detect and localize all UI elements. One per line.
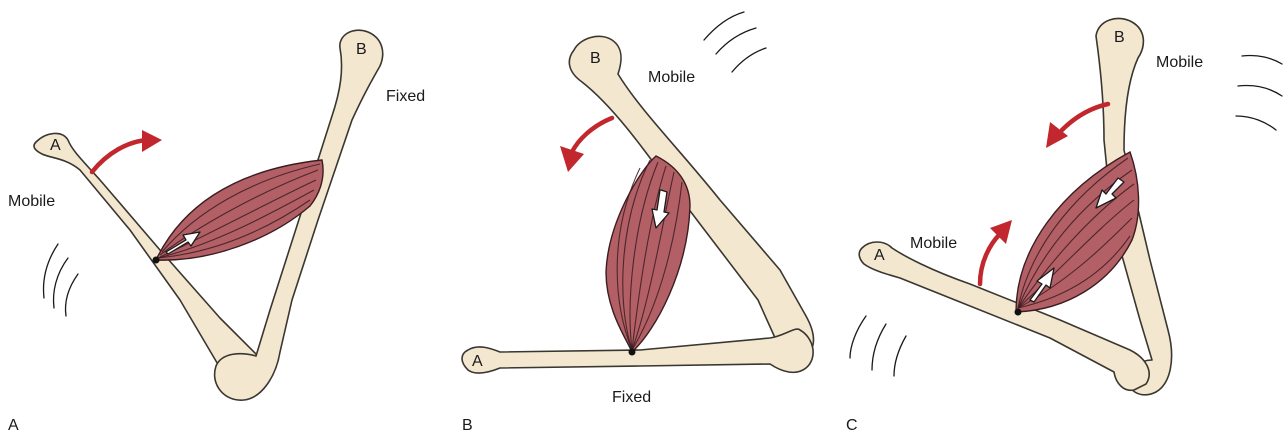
panel-b-muscle	[606, 156, 690, 352]
panel-a: A B Mobile Fixed A	[8, 30, 425, 434]
panel-c-motion-lines-right	[1236, 55, 1282, 130]
panel-b-mobile-label: Mobile	[648, 69, 695, 86]
panel-c-letter: C	[846, 417, 858, 434]
panel-c-mobile-label-lower: Mobile	[910, 235, 957, 252]
panel-c-motion-arrow-upper	[1062, 104, 1108, 130]
panel-b-letter: B	[462, 417, 473, 434]
panel-a-insertion-point	[153, 257, 160, 264]
panel-b-end-a-label: A	[472, 353, 483, 370]
panel-c-motion-arrow-lower	[980, 234, 1000, 284]
panel-a-end-a-label: A	[50, 137, 61, 154]
panel-c: B A Mobile Mobile C	[846, 18, 1282, 434]
panel-c-motion-lines-left	[850, 316, 906, 376]
panel-b-motion-lines	[704, 12, 766, 72]
panel-a-end-b-label: B	[356, 41, 367, 58]
panel-a-fixed-label: Fixed	[386, 88, 425, 105]
panel-c-muscle	[1016, 152, 1139, 312]
panel-b: B A Mobile Fixed B	[462, 12, 814, 434]
panel-c-end-b-label: B	[1114, 29, 1125, 46]
panel-a-motion-arrowhead	[142, 130, 162, 152]
panel-b-fixed-label: Fixed	[612, 389, 651, 406]
panel-b-motion-arrow	[572, 118, 612, 152]
panel-c-end-a-label: A	[874, 247, 885, 264]
panel-c-insertion-point	[1015, 309, 1022, 316]
panel-c-mobile-label-upper: Mobile	[1156, 54, 1203, 71]
panel-a-letter: A	[8, 417, 19, 434]
panel-a-mobile-label: Mobile	[8, 193, 55, 210]
panel-a-motion-lines	[44, 244, 78, 316]
panel-b-end-b-label: B	[590, 50, 601, 67]
panel-b-insertion-point	[629, 349, 636, 356]
panel-a-motion-arrow	[92, 140, 146, 172]
